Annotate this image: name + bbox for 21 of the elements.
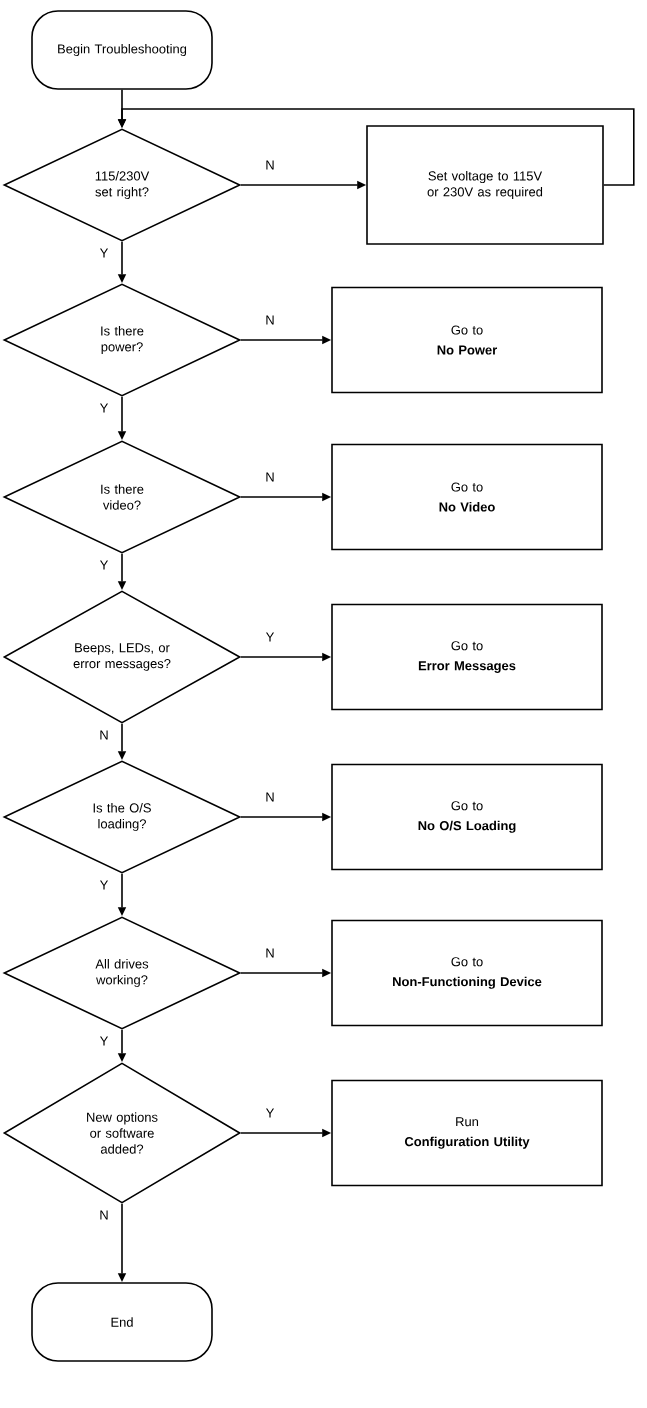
edge-label: N: [264, 791, 276, 803]
process-box: Set voltage to 115V or 230V as required: [366, 125, 604, 245]
process-box: Go to No Video: [331, 443, 603, 551]
edge-label: Y: [98, 879, 110, 891]
process-box: Run Configuration Utility: [331, 1079, 603, 1187]
edge-label: N: [98, 729, 110, 741]
edge-label: Y: [98, 402, 110, 414]
edge-label: N: [98, 1209, 110, 1221]
edge-label: Y: [98, 559, 110, 571]
process-box: Go to No O/S Loading: [331, 763, 603, 871]
edge-label: N: [264, 947, 276, 959]
edge-label: Y: [98, 247, 110, 259]
edge-label: Y: [264, 631, 276, 643]
process-box: Go to No Power: [331, 286, 603, 394]
process-box: Go to Error Messages: [331, 603, 603, 711]
edge-label: N: [264, 314, 276, 326]
edge-label: Y: [264, 1107, 276, 1119]
edge-label: N: [264, 159, 276, 171]
process-box: Go to Non-Functioning Device: [331, 919, 603, 1027]
edge-label: Y: [98, 1035, 110, 1047]
edge-label: N: [264, 471, 276, 483]
